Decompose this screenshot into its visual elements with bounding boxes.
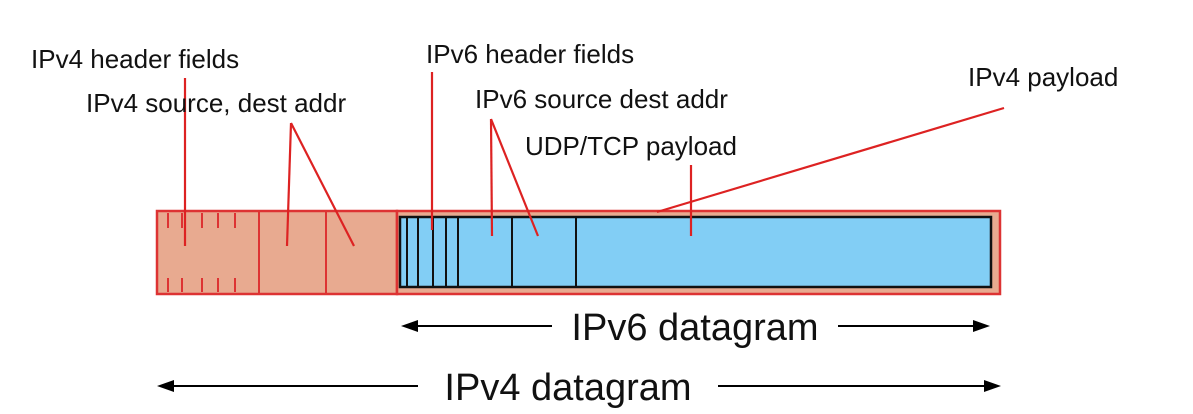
callout-ipv6-addr-2: [489, 118, 540, 237]
label-udp-tcp-payload: UDP/TCP payload: [525, 131, 737, 161]
callout-ipv4-addr-2: [290, 122, 355, 247]
ipv4-datagram-span: IPv4 datagram: [157, 367, 1001, 409]
label-ipv4-datagram: IPv4 datagram: [444, 367, 691, 409]
label-ipv6-source-dest-addr: IPv6 source dest addr: [475, 84, 728, 114]
ipv6-datagram-box: [398, 215, 993, 289]
ipv4-header-section: [155, 209, 399, 296]
callout-ipv4-payload: [656, 106, 1005, 214]
label-ipv4-source-dest-addr: IPv4 source, dest addr: [86, 88, 346, 118]
ipv4-span-arrowhead-left: [157, 380, 174, 392]
ipv6-datagram-rect: [398, 215, 993, 289]
label-ipv4-header-fields: IPv4 header fields: [31, 44, 239, 74]
ipv4-header-ticks-top: [167, 213, 236, 228]
label-ipv6-header-fields: IPv6 header fields: [426, 39, 634, 69]
callout-lines: [183, 72, 1005, 247]
ipv4-header-ticks-bottom: [167, 278, 236, 292]
label-ipv6-datagram: IPv6 datagram: [571, 307, 818, 349]
callout-ipv6-addr-1: [489, 118, 494, 237]
ipv6-span-arrowhead-left: [401, 320, 418, 332]
callout-ipv4-addr-1: [285, 122, 293, 247]
ipv6-span-arrowhead-right: [973, 320, 990, 332]
ipv6-datagram-span: IPv6 datagram: [401, 307, 990, 349]
label-ipv4-payload: IPv4 payload: [968, 62, 1118, 92]
ipv4-span-arrowhead-right: [984, 380, 1001, 392]
